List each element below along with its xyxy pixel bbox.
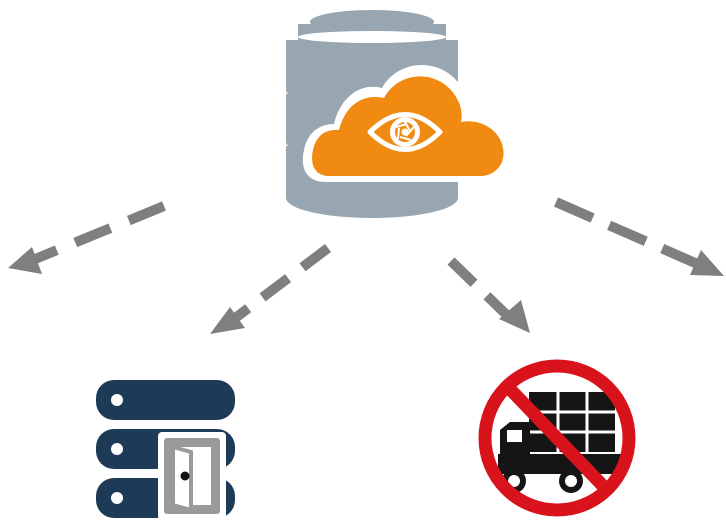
- arrowhead: [8, 247, 42, 274]
- eye-icon: [367, 112, 443, 152]
- arrow-line: [226, 244, 332, 326]
- door-knob: [180, 471, 190, 481]
- aperture-blade: [395, 123, 408, 128]
- prohibition-ring: [478, 359, 636, 517]
- database-base: [286, 178, 458, 218]
- eye-pupil: [401, 128, 409, 136]
- arrow-to-right: [553, 197, 724, 276]
- eye-outline: [367, 112, 443, 152]
- no-truck-sign-icon: [478, 359, 636, 517]
- cloud-database-eye-icon: [286, 10, 515, 218]
- truck-window: [507, 430, 522, 442]
- server-door-icon: [96, 380, 235, 520]
- arrowhead: [690, 250, 724, 276]
- truck-wheel: [559, 469, 583, 493]
- arrow-to-no-truck: [447, 257, 530, 333]
- prohibition-slash: [504, 383, 610, 493]
- arrow-to-left: [8, 201, 166, 274]
- server-led: [111, 443, 123, 455]
- aperture-blade: [397, 127, 400, 140]
- server-unit: [96, 380, 235, 420]
- door-icon: [158, 432, 226, 520]
- server-led: [111, 394, 123, 406]
- arrowhead: [210, 307, 245, 334]
- server-led: [111, 492, 123, 504]
- arrowhead: [499, 300, 530, 333]
- aperture-blade: [399, 136, 412, 141]
- arrow-line: [447, 257, 520, 328]
- arrow-line: [553, 197, 705, 271]
- database-top-rim: [298, 31, 446, 43]
- arrow-line: [26, 201, 166, 267]
- arrow-to-server: [210, 244, 332, 334]
